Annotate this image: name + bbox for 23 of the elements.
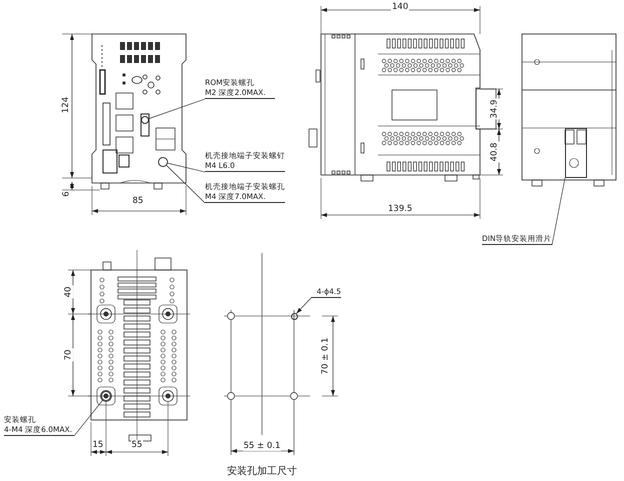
- leader-line: [148, 98, 206, 119]
- screw-hole: [101, 391, 111, 401]
- dimension-label: 40.8: [488, 142, 499, 162]
- dimension-label: 40: [62, 286, 73, 298]
- din-rail-slider: [565, 128, 587, 178]
- dimension-label: 15: [92, 440, 104, 450]
- dimension-label: 70: [62, 348, 73, 362]
- screw-hole: [290, 312, 298, 320]
- dimension-label: 70 ± 0.1: [320, 336, 330, 376]
- caption: 安装孔加工尺寸: [227, 464, 297, 478]
- dimension-label: 55: [130, 440, 144, 450]
- screw-hole: [158, 157, 168, 167]
- leader-line: [74, 400, 104, 436]
- dimension-label: 34.9: [488, 98, 499, 120]
- dimension-label: 139.5: [387, 204, 414, 214]
- leader-line: [166, 165, 206, 204]
- leader-line: [552, 178, 566, 246]
- leader-line: [296, 298, 312, 314]
- screw-hole: [141, 116, 149, 124]
- dimension-label: 55 ± 0.1: [242, 441, 282, 451]
- dimension-label: 85: [132, 196, 144, 206]
- leader-line: [168, 162, 206, 172]
- dimension-label: 140: [391, 2, 410, 12]
